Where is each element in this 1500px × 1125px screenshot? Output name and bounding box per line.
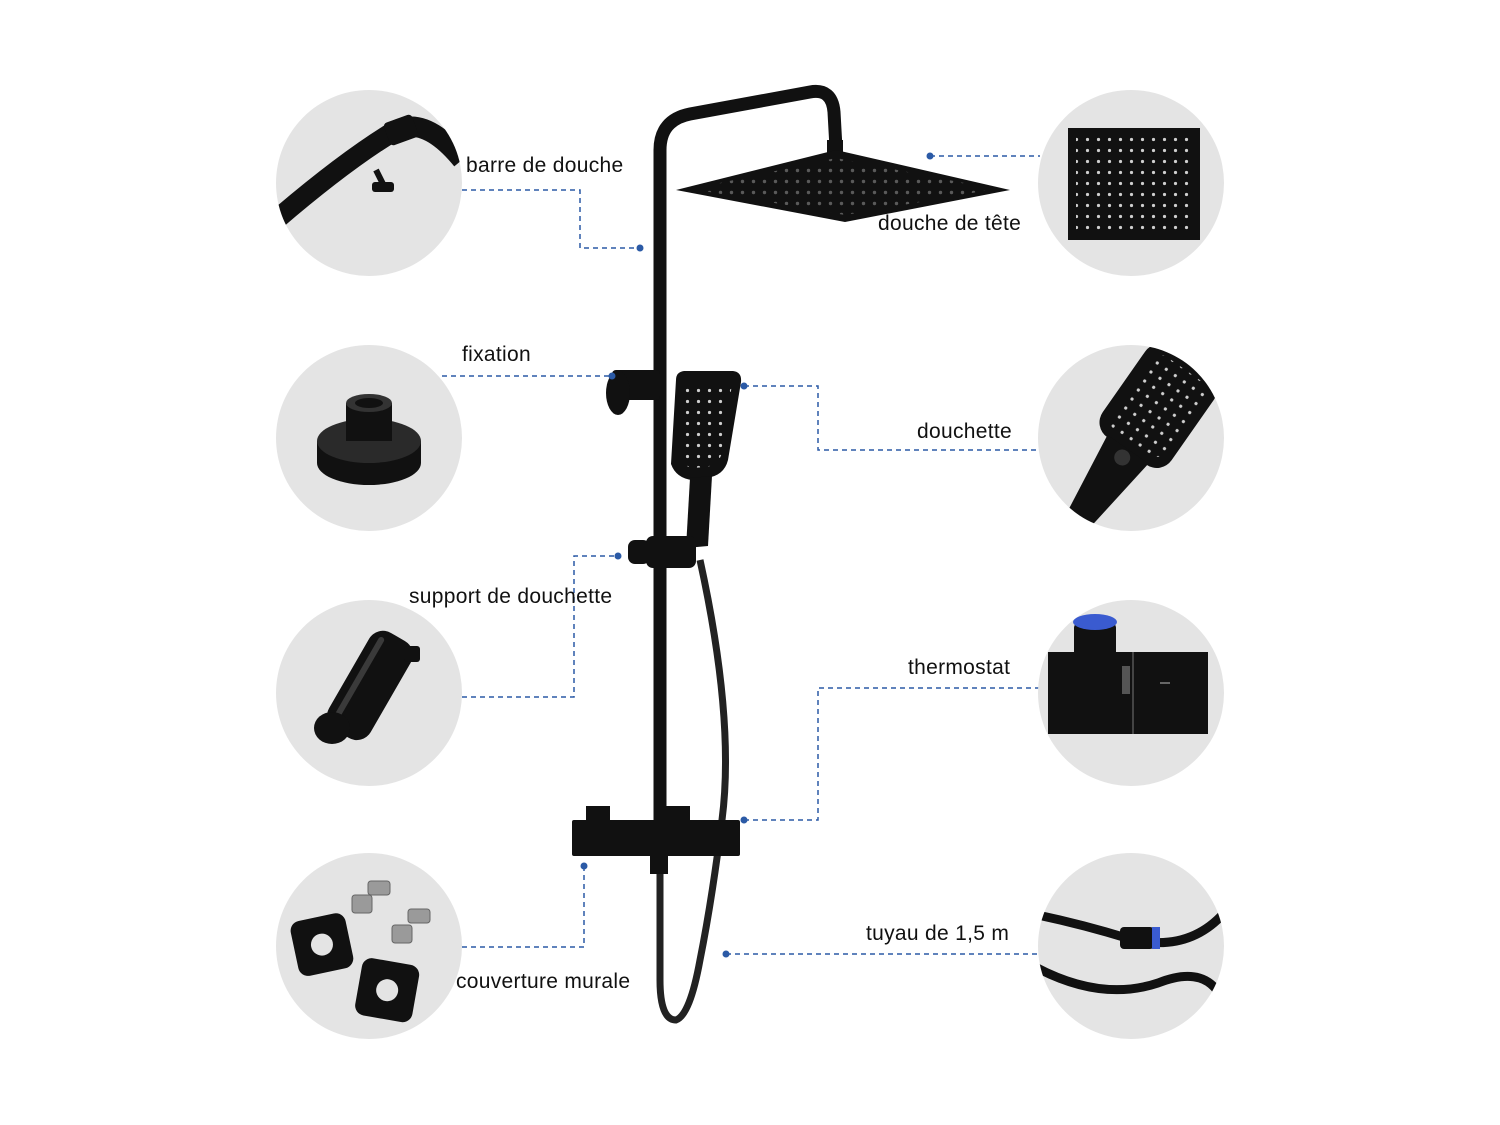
douchette-detail (1038, 345, 1224, 531)
shower-hose-icon (1038, 909, 1224, 1005)
thermostat-bar (572, 806, 740, 874)
label-douchette: douchette (917, 420, 1012, 443)
leader-endpoints (580, 152, 934, 958)
slider-holder (628, 536, 696, 568)
leader-douchette (744, 385, 1038, 451)
label-douche-de-tete: douche de tête (878, 212, 1022, 235)
support-de-douchette-detail (276, 600, 462, 786)
label-tuyau: tuyau de 1,5 m (866, 922, 1010, 945)
leader-support (462, 555, 618, 698)
shower-bar-detail-icon (276, 114, 462, 228)
leader-couverture (462, 866, 585, 948)
leader-lines (442, 155, 1040, 955)
hand-shower-holder-icon (314, 630, 420, 744)
thermostat-detail (1038, 600, 1224, 786)
riser-pipe (653, 84, 843, 827)
fixation-detail (276, 345, 462, 531)
leader-barre (462, 189, 640, 249)
label-thermostat: thermostat (908, 656, 1011, 679)
thermostat-valve-icon (1048, 614, 1208, 734)
douche-de-tete-detail (1038, 90, 1224, 276)
hand-shower-icon (1064, 345, 1218, 531)
hand-shower (671, 371, 742, 548)
barre-de-douche-detail (276, 90, 462, 276)
wall-fixation-bracket-icon (317, 394, 421, 485)
couverture-murale-detail (276, 853, 462, 1039)
label-couverture-murale: couverture murale (456, 970, 631, 993)
wall-cover-plates-icon (290, 880, 431, 1023)
label-support-de-douchette: support de douchette (409, 585, 613, 608)
label-barre-de-douche: barre de douche (466, 154, 624, 177)
square-head-shower-icon (1068, 128, 1200, 240)
leader-thermostat (744, 687, 1040, 821)
head-shower (676, 140, 1010, 222)
tuyau-detail (1038, 853, 1224, 1039)
label-fixation: fixation (462, 343, 531, 366)
fixation-bracket (606, 370, 660, 415)
hose (656, 559, 729, 1024)
